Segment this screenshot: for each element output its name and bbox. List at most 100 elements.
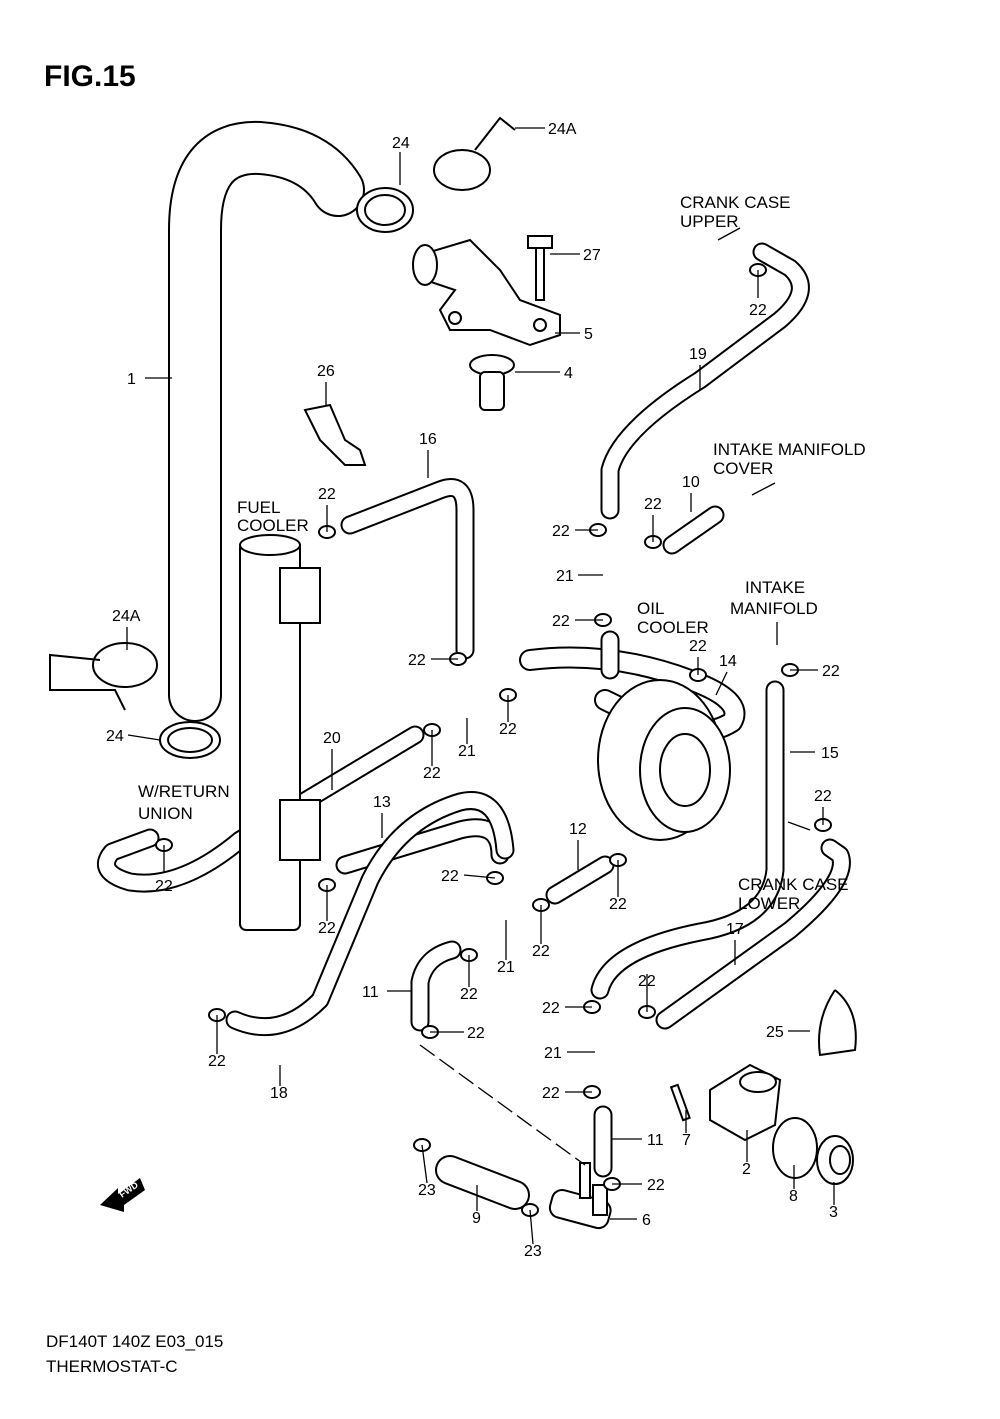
labels: 12424A27542622191610222222212224A2214222… xyxy=(106,121,866,1260)
thermostat-housing-port xyxy=(739,1071,777,1093)
hose-10 xyxy=(662,505,725,555)
callout-22: 22 xyxy=(822,663,840,680)
callout-22: 22 xyxy=(532,943,550,960)
connection-dashed-line xyxy=(419,1044,586,1166)
hose-16-fill xyxy=(342,480,473,658)
location-note: LOWER xyxy=(738,894,800,913)
hose-18 xyxy=(225,791,515,1037)
callout-20: 20 xyxy=(323,730,341,747)
hose-9 xyxy=(435,1155,530,1210)
callout-11: 11 xyxy=(362,984,379,1001)
spring-clamp xyxy=(433,149,491,191)
fwd-arrow-icon: FWD xyxy=(100,1178,145,1212)
leader-line xyxy=(715,671,728,696)
callout-3: 3 xyxy=(829,1204,838,1221)
spring-clamp-tab xyxy=(474,116,516,151)
cable-clip xyxy=(818,989,857,1057)
location-note: INTAKE MANIFOLD xyxy=(713,440,866,459)
hose-9-fill xyxy=(437,1157,528,1208)
callout-19: 19 xyxy=(689,346,707,363)
callout-22: 22 xyxy=(542,1085,560,1102)
hose-12 xyxy=(545,855,615,905)
thermostat-cover-outlet xyxy=(412,244,438,286)
hose-12-fill xyxy=(547,857,613,903)
oil-cooler-center xyxy=(659,733,711,807)
callout-22: 22 xyxy=(542,1000,560,1017)
leader-line xyxy=(421,1144,428,1184)
location-note: INTAKE xyxy=(745,578,805,597)
callout-2: 2 xyxy=(742,1161,751,1178)
callout-8: 8 xyxy=(789,1188,798,1205)
o-ring xyxy=(772,1117,818,1179)
location-note: FUEL xyxy=(237,498,280,517)
fuel-cooler-top xyxy=(239,534,301,556)
location-note: UNION xyxy=(138,804,193,823)
callout-24A: 24A xyxy=(548,121,577,138)
callout-22: 22 xyxy=(638,973,656,990)
leader-line xyxy=(463,874,496,879)
clamp-inner xyxy=(364,194,406,226)
callout-16: 16 xyxy=(419,431,437,448)
location-note: OIL xyxy=(637,599,664,618)
callout-15: 15 xyxy=(821,745,839,762)
hose-20-fill xyxy=(99,727,423,891)
leader-line xyxy=(127,734,161,741)
callout-21: 21 xyxy=(544,1045,562,1062)
bolt-hole xyxy=(448,311,462,325)
clip xyxy=(303,403,367,466)
bolt xyxy=(669,1083,691,1122)
location-note: UPPER xyxy=(680,212,739,231)
model-code: DF140T 140Z E03_015 xyxy=(46,1332,224,1351)
callout-23: 23 xyxy=(418,1182,436,1199)
direction-arrow-icon xyxy=(751,482,776,496)
bolt-hole xyxy=(533,318,547,332)
callout-12: 12 xyxy=(569,821,587,838)
callout-21: 21 xyxy=(458,743,476,760)
callout-24: 24 xyxy=(106,728,124,745)
location-note: CRANK CASE xyxy=(738,875,849,894)
callout-22: 22 xyxy=(318,486,336,503)
t-joint-branch xyxy=(592,1184,608,1216)
hose-11a xyxy=(410,940,462,1032)
callout-18: 18 xyxy=(270,1085,288,1102)
spring-clamp-tab xyxy=(49,653,126,711)
callout-22: 22 xyxy=(814,788,832,805)
callout-22: 22 xyxy=(552,613,570,630)
callout-11: 11 xyxy=(647,1132,664,1149)
callout-26: 26 xyxy=(317,363,335,380)
hose-18-fill xyxy=(227,793,513,1035)
callout-22: 22 xyxy=(499,721,517,738)
leader-lines xyxy=(126,127,835,1245)
callout-6: 6 xyxy=(642,1212,651,1229)
clamp-inner xyxy=(167,727,213,753)
callout-27: 27 xyxy=(583,247,601,264)
callout-10: 10 xyxy=(682,474,700,491)
hose-10-fill xyxy=(664,507,723,553)
callout-21: 21 xyxy=(556,568,574,585)
location-note: COOLER xyxy=(237,516,309,535)
callout-23: 23 xyxy=(524,1243,542,1260)
fuel-cooler-bracket xyxy=(279,567,321,624)
leader-line xyxy=(529,1209,534,1245)
figure-title: FIG.15 xyxy=(44,60,136,93)
callout-25: 25 xyxy=(766,1024,784,1041)
spring-clamp xyxy=(92,642,158,688)
hose-15-fill xyxy=(592,682,783,998)
hose-20 xyxy=(97,725,425,893)
callout-22: 22 xyxy=(647,1177,665,1194)
hose-11a-fill xyxy=(412,942,460,1030)
thermostat-body xyxy=(479,371,505,411)
fuel-cooler-bracket xyxy=(279,799,321,861)
fwd-arrow-shape xyxy=(100,1178,145,1212)
callout-24A: 24A xyxy=(112,608,141,625)
hose-1-fill xyxy=(170,122,363,720)
callout-22: 22 xyxy=(609,896,627,913)
hoses xyxy=(97,120,851,1210)
direction-arrow-icon xyxy=(717,227,741,241)
callout-21: 21 xyxy=(497,959,515,976)
location-note: COOLER xyxy=(637,618,709,637)
callout-22: 22 xyxy=(318,920,336,937)
callout-22: 22 xyxy=(441,868,459,885)
callout-17: 17 xyxy=(726,921,744,938)
